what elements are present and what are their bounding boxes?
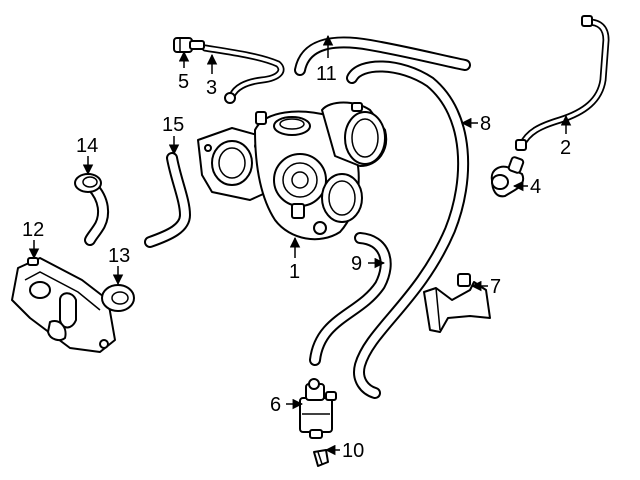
part-12-housing bbox=[11, 257, 116, 353]
callout-10: 10 bbox=[342, 440, 364, 462]
part-8-hose bbox=[346, 60, 470, 399]
part-1-turbocharger bbox=[197, 101, 388, 241]
callout-2: 2 bbox=[560, 137, 571, 159]
callouts: 1 2 3 4 5 6 7 8 9 10 11 12 13 14 15 bbox=[22, 34, 572, 462]
callout-4: 4 bbox=[530, 176, 541, 198]
callout-1: 1 bbox=[289, 261, 300, 283]
part-15-hose bbox=[144, 152, 191, 248]
part-11-hose bbox=[294, 36, 471, 76]
part-13-seal bbox=[101, 284, 135, 312]
callout-14: 14 bbox=[76, 135, 98, 157]
part-5-fitting bbox=[173, 37, 205, 53]
part-14-hose bbox=[74, 173, 110, 246]
callout-5: 5 bbox=[178, 71, 189, 93]
part-10-clip bbox=[313, 449, 329, 467]
part-2-pipe bbox=[515, 15, 610, 151]
part-9-hose bbox=[309, 232, 392, 366]
part-7-bracket bbox=[423, 273, 491, 333]
callout-9: 9 bbox=[351, 253, 362, 275]
callout-13: 13 bbox=[108, 245, 130, 267]
callout-12: 12 bbox=[22, 219, 44, 241]
part-6-valve bbox=[299, 378, 337, 439]
callout-8: 8 bbox=[480, 113, 491, 135]
callout-7: 7 bbox=[490, 276, 501, 298]
callout-11: 11 bbox=[316, 63, 337, 85]
callout-6: 6 bbox=[270, 394, 281, 416]
part-3-hose bbox=[201, 44, 285, 104]
callout-15: 15 bbox=[162, 114, 184, 136]
part-4-connector bbox=[490, 156, 525, 198]
callout-3: 3 bbox=[206, 77, 217, 99]
